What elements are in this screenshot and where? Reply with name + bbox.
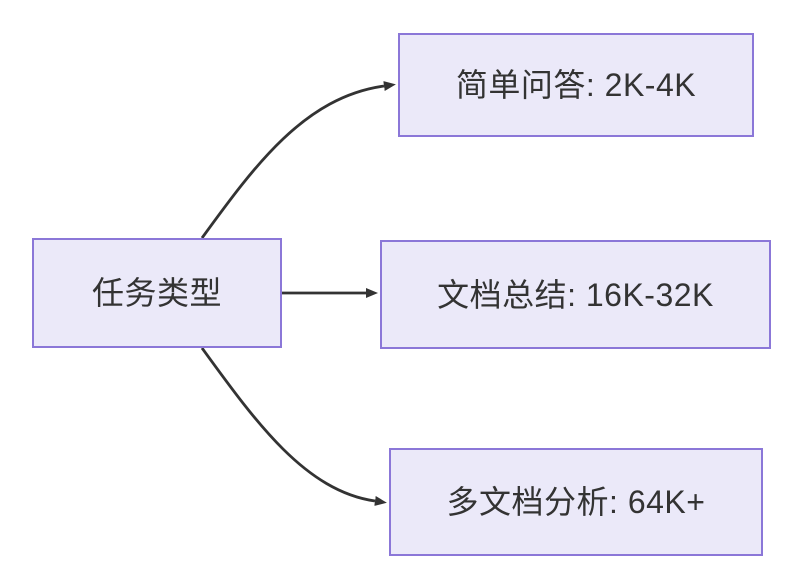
node-simple-qa-label: 简单问答: 2K-4K (455, 67, 697, 103)
node-multi-doc-analysis-label: 多文档分析: 64K+ (446, 484, 706, 520)
node-multi-doc-analysis: 多文档分析: 64K+ (389, 448, 763, 556)
node-task-type-label: 任务类型 (91, 275, 222, 311)
edge-root-to-child3 (200, 347, 387, 506)
edge-root-to-child1 (200, 81, 396, 239)
node-task-type: 任务类型 (32, 238, 282, 348)
node-simple-qa: 简单问答: 2K-4K (398, 33, 754, 137)
node-doc-summary-label: 文档总结: 16K-32K (437, 276, 714, 313)
node-doc-summary: 文档总结: 16K-32K (380, 240, 771, 349)
